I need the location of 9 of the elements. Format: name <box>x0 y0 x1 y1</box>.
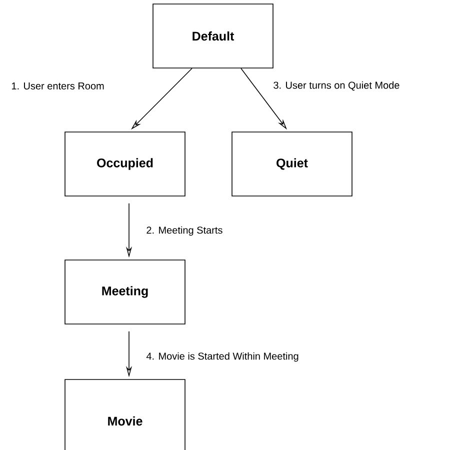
state-box: Movie <box>64 379 186 450</box>
state-box: Meeting <box>64 260 186 324</box>
state-box: Quiet <box>232 132 352 196</box>
edge-label: 3. User turns on Quiet Mode <box>274 81 400 91</box>
edge-label: 2. Meeting Starts <box>146 226 222 236</box>
edge-label: 4. Movie is Started Within Meeting <box>146 352 298 362</box>
state-box: Default <box>152 4 274 68</box>
state-box: Occupied <box>64 132 186 196</box>
edge-label: 1. User enters Room <box>12 82 104 90</box>
